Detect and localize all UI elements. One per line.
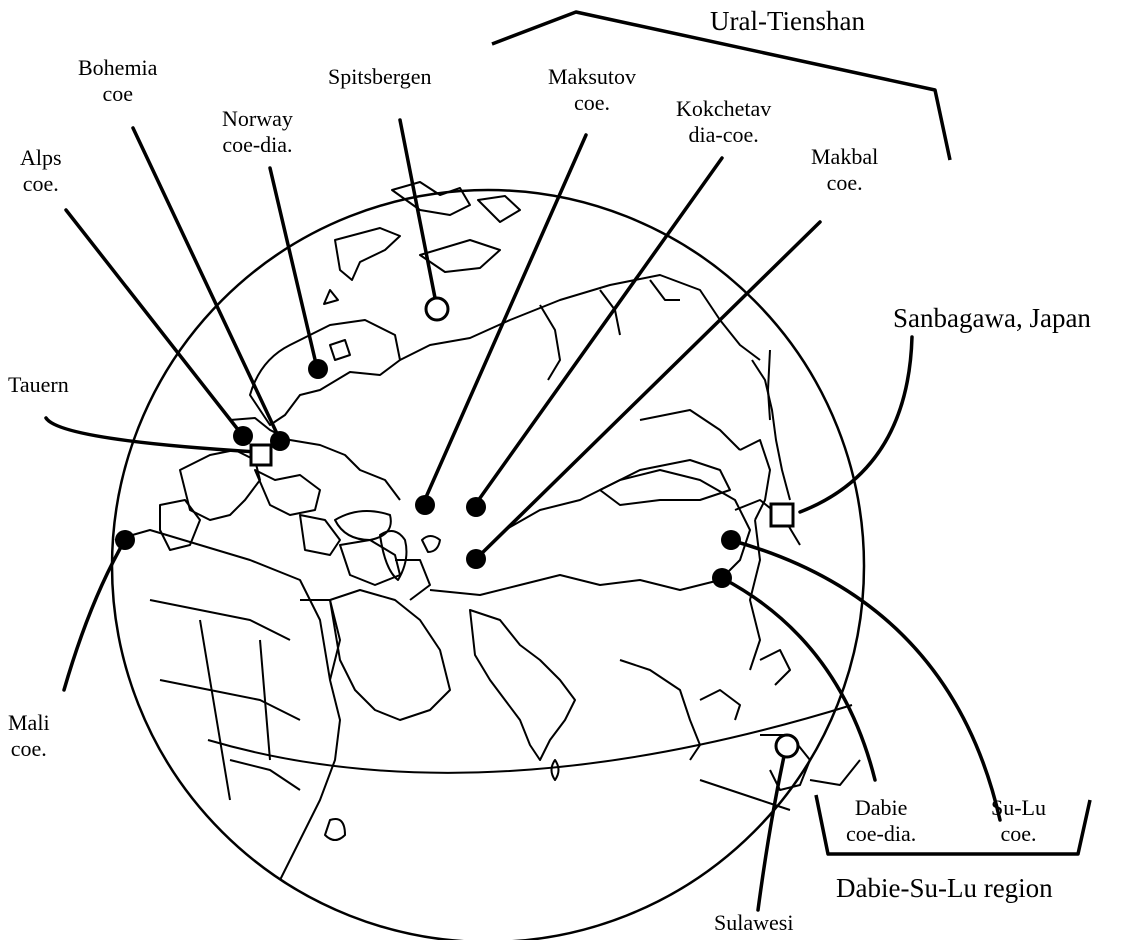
- label-makbal: Makbal coe.: [811, 144, 878, 196]
- label-kokchetav: Kokchetav dia-coe.: [676, 96, 771, 148]
- leader-maksutov: [421, 133, 588, 506]
- leader-lines: [44, 118, 1002, 912]
- label-dabie-line2: coe-dia.: [846, 821, 917, 846]
- marker-kokchetav: [466, 497, 486, 517]
- globe-outline: [110, 188, 866, 940]
- dabie-sulu-bracket: [814, 794, 1092, 856]
- label-bohemia-line1: Bohemia: [78, 55, 158, 80]
- label-norway-line1: Norway: [222, 106, 293, 131]
- label-makbal-line1: Makbal: [811, 144, 879, 169]
- marker-makbal: [466, 549, 486, 569]
- label-sulu-line1: Su-Lu: [991, 795, 1046, 820]
- leader-spitsbergen: [398, 118, 439, 310]
- label-norway-line2: coe-dia.: [222, 132, 293, 157]
- leader-kokchetav: [473, 156, 724, 507]
- marker-sanbagawa: [769, 502, 795, 528]
- label-maksutov: Maksutov coe.: [548, 64, 636, 116]
- marker-dabie: [712, 568, 732, 588]
- marker-sulu: [721, 530, 741, 550]
- marker-norway: [308, 359, 328, 379]
- leader-alps: [64, 208, 245, 438]
- label-alps-line2: coe.: [22, 171, 59, 196]
- label-sulawesi: Sulawesi: [714, 910, 793, 936]
- marker-spitsbergen: [424, 296, 450, 322]
- label-maksutov-line1: Maksutov: [548, 64, 636, 89]
- region-brackets: [491, 10, 1092, 856]
- label-ural-tienshan-line1: Ural-Tienshan: [710, 6, 865, 36]
- label-mali-line1: Mali: [8, 710, 50, 735]
- leader-norway: [268, 166, 319, 370]
- leader-makbal: [476, 220, 822, 559]
- marker-sulawesi: [774, 733, 800, 759]
- label-spitsbergen: Spitsbergen: [328, 64, 431, 90]
- label-mali: Mali coe.: [8, 710, 50, 762]
- label-alps: Alps coe.: [20, 145, 62, 197]
- ural-tienshan-bracket: [491, 10, 952, 161]
- label-dabie-sulu-region-line1: Dabie-Su-Lu region: [836, 873, 1053, 903]
- label-tauern-line1: Tauern: [8, 372, 69, 397]
- leader-sulu: [728, 538, 1002, 822]
- land-outlines: [114, 181, 861, 881]
- label-alps-line1: Alps: [20, 145, 62, 170]
- label-ural-tienshan: Ural-Tienshan: [710, 6, 865, 36]
- label-sulu: Su-Lu coe.: [991, 795, 1046, 847]
- label-maksutov-line2: coe.: [573, 90, 611, 115]
- site-markers: [115, 296, 800, 759]
- leader-mali: [62, 538, 127, 692]
- label-sulawesi-line1: Sulawesi: [714, 910, 794, 935]
- leader-sanbagawa: [798, 335, 914, 514]
- label-dabie: Dabie coe-dia.: [846, 795, 916, 847]
- label-bohemia: Bohemia coe: [78, 55, 157, 107]
- marker-alps: [233, 426, 253, 446]
- label-kokchetav-line2: dia-coe.: [688, 122, 759, 147]
- globe: [110, 188, 866, 940]
- label-mali-line2: coe.: [10, 736, 47, 761]
- leader-sulawesi: [756, 745, 788, 912]
- label-sulu-line2: coe.: [1000, 821, 1037, 846]
- label-sanbagawa: Sanbagawa, Japan: [893, 303, 1091, 333]
- leader-dabie: [720, 576, 877, 782]
- marker-bohemia: [270, 431, 290, 451]
- label-sanbagawa-line1: Sanbagawa, Japan: [893, 303, 1091, 333]
- marker-mali: [115, 530, 135, 550]
- label-norway: Norway coe-dia.: [222, 106, 293, 158]
- label-bohemia-line2: coe: [102, 81, 133, 106]
- label-spitsbergen-line1: Spitsbergen: [328, 64, 432, 89]
- label-dabie-line1: Dabie: [854, 795, 908, 820]
- label-dabie-sulu-region: Dabie-Su-Lu region: [836, 873, 1053, 903]
- leader-bohemia: [131, 126, 282, 442]
- leader-tauern: [44, 416, 260, 454]
- label-kokchetav-line1: Kokchetav: [676, 96, 772, 121]
- label-makbal-line2: coe.: [826, 170, 863, 195]
- marker-tauern: [249, 443, 273, 467]
- label-tauern: Tauern: [8, 372, 69, 398]
- equator-line: [207, 704, 853, 774]
- marker-maksutov: [415, 495, 435, 515]
